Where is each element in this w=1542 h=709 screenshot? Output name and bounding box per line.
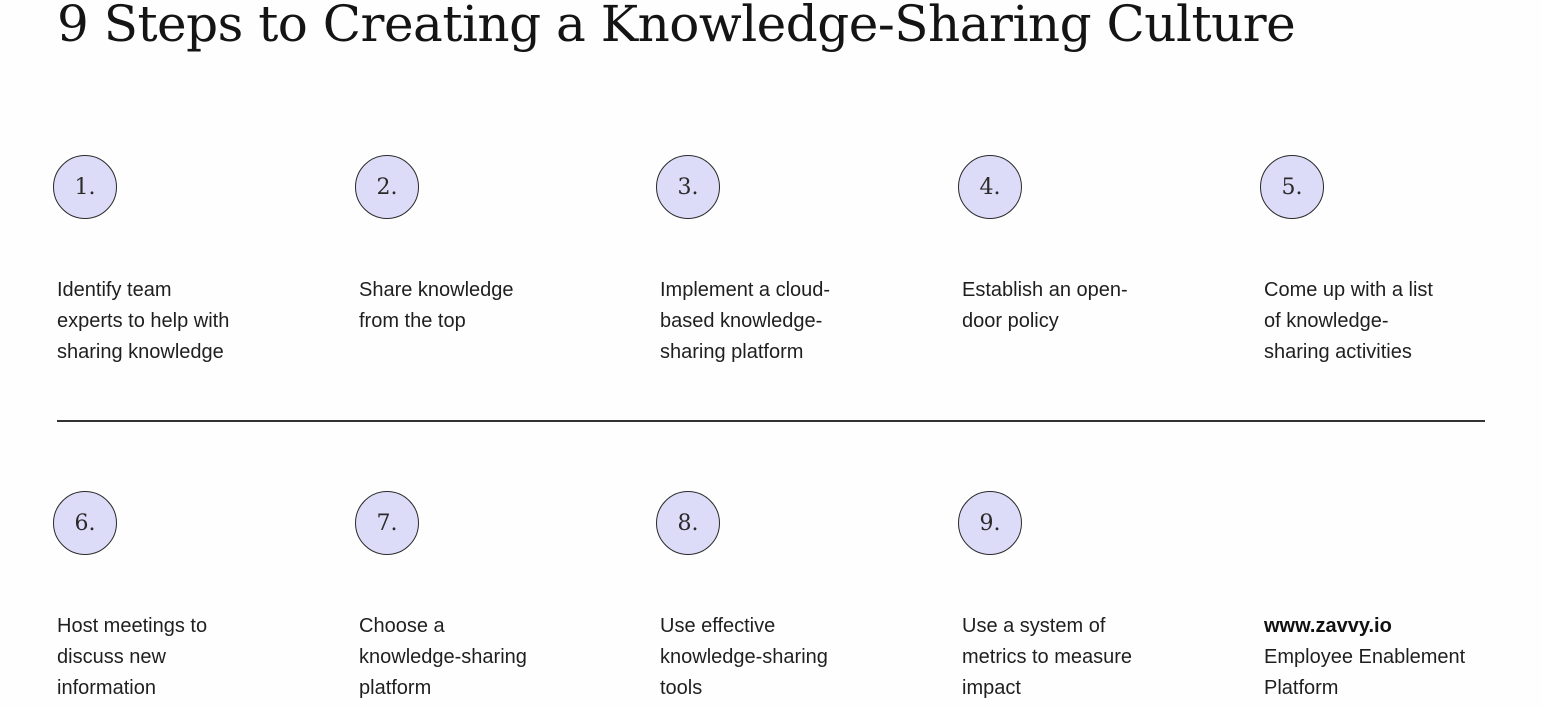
step-description: Use effective knowledge-sharing tools xyxy=(660,615,828,699)
step-description: Establish an open- door policy xyxy=(962,279,1128,332)
step-number-badge: 7. xyxy=(355,491,419,555)
step-number-badge: 2. xyxy=(355,155,419,219)
step-number-badge: 8. xyxy=(656,491,720,555)
step-description: Implement a cloud- based knowledge- shar… xyxy=(660,279,831,363)
brand-url[interactable]: www.zavvy.io xyxy=(1264,615,1392,637)
step-description: Choose a knowledge-sharing platform xyxy=(359,615,527,699)
step-number-badge: 3. xyxy=(656,155,720,219)
step-number-badge: 5. xyxy=(1260,155,1324,219)
step-description: Identify team experts to help with shari… xyxy=(57,279,230,363)
step-number-badge: 9. xyxy=(958,491,1022,555)
brand-tagline: Employee Enablement Platform xyxy=(1264,646,1466,699)
step-description: Come up with a list of knowledge- sharin… xyxy=(1264,279,1433,363)
step-number-badge: 1. xyxy=(53,155,117,219)
row-divider xyxy=(57,420,1485,422)
page-title: 9 Steps to Creating a Knowledge-Sharing … xyxy=(57,0,1296,53)
step-description: Share knowledge from the top xyxy=(359,279,514,332)
step-number-badge: 6. xyxy=(53,491,117,555)
step-number-badge: 4. xyxy=(958,155,1022,219)
step-description: Use a system of metrics to measure impac… xyxy=(962,615,1133,699)
brand-block: www.zavvy.io Employee Enablement Platfor… xyxy=(1264,611,1542,704)
step-description: Host meetings to discuss new information xyxy=(57,615,208,699)
